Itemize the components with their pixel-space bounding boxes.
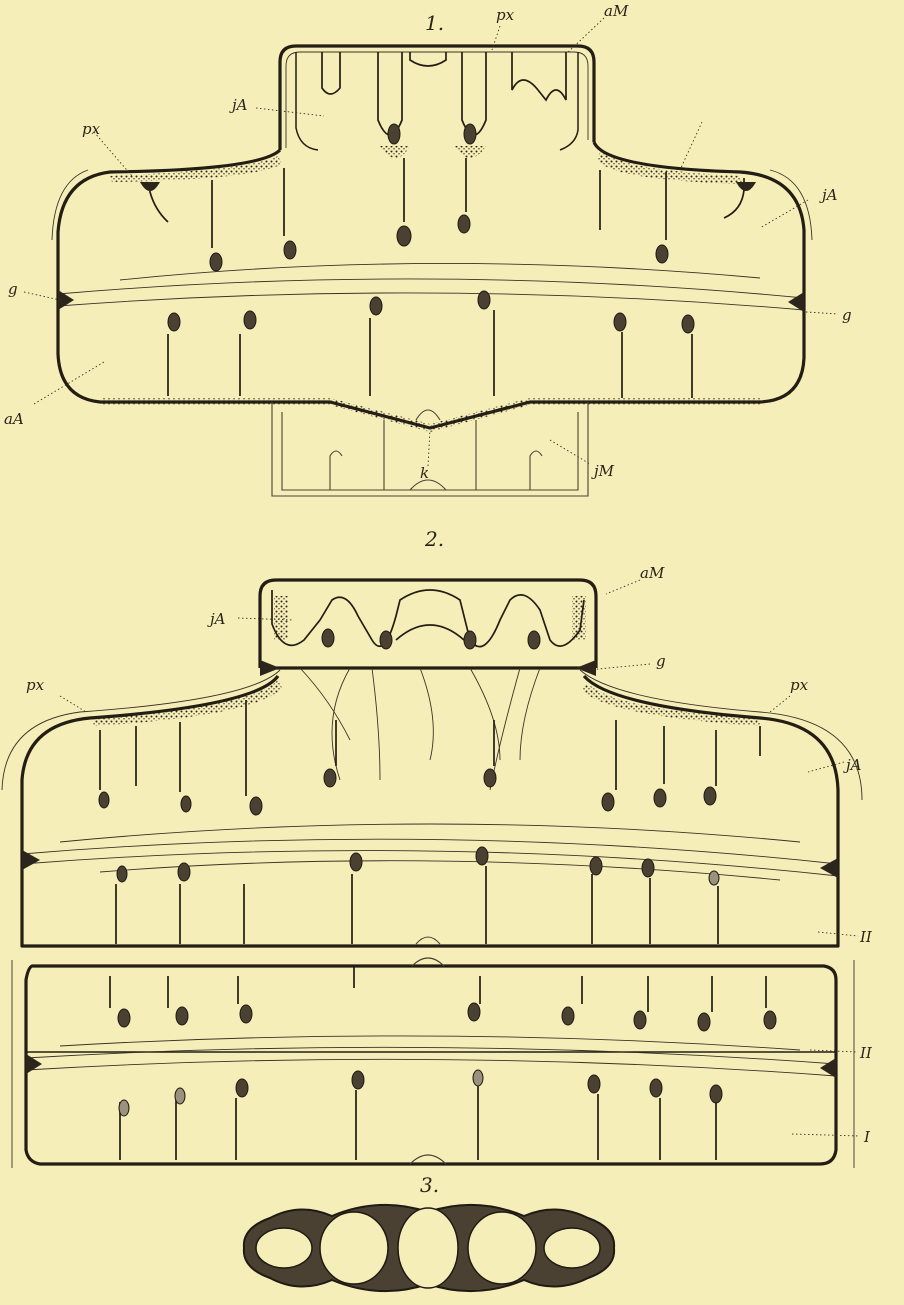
figure-2-label-jA-right: jA xyxy=(843,756,862,774)
figure-1-inner-lobes xyxy=(296,52,578,158)
figure-2-number: 2. xyxy=(424,527,444,551)
figure-1-number: 1. xyxy=(425,11,444,35)
figure-2-label-II-upper: II xyxy=(859,928,873,946)
figure-2-lower-cells xyxy=(110,958,776,1164)
figure-3: 3. xyxy=(244,1173,614,1291)
figure-2-label-px-left: px xyxy=(26,676,45,694)
figure-3-number: 3. xyxy=(420,1173,439,1197)
figure-2-middle-cells xyxy=(116,847,719,944)
figure-1-label-k: k xyxy=(420,464,429,482)
figure-1-label-aA: aA xyxy=(4,410,24,428)
figure-1-label-px-left: px xyxy=(82,120,101,138)
figure-2-label-g: g xyxy=(656,652,666,670)
figure-1-girdle xyxy=(58,263,804,312)
figure-1: 1. xyxy=(4,2,852,496)
figure-2-upper-cells xyxy=(99,700,760,815)
figure-2-label-px-right: px xyxy=(790,676,809,694)
figure-2-label-II-lower: II xyxy=(859,1044,873,1062)
figure-2-label-I: I xyxy=(863,1128,871,1146)
figure-1-label-jM: jM xyxy=(591,462,615,480)
figure-3-cell-2 xyxy=(320,1212,388,1284)
figure-1-lower-cells xyxy=(168,291,694,398)
figure-3-cell-right xyxy=(544,1228,600,1268)
figure-1-label-jA-right: jA xyxy=(819,186,838,204)
figure-2-lower-girdle xyxy=(26,1036,836,1078)
figure-1-label-aM: aM xyxy=(604,2,629,20)
figure-2: 2. xyxy=(2,527,873,1168)
figure-2-mother-frustule xyxy=(260,580,596,668)
figure-3-cell-4 xyxy=(468,1212,536,1284)
figure-1-label-px-top: px xyxy=(496,6,515,24)
figure-3-cell-center xyxy=(398,1208,458,1288)
figure-1-label-g-right: g xyxy=(842,306,852,324)
figure-1-young-frustule xyxy=(272,402,588,496)
figure-2-inner-lobes xyxy=(260,590,596,676)
figure-3-cell-left xyxy=(256,1228,312,1268)
figure-1-label-g-left: g xyxy=(8,280,18,298)
figure-1-label-jA-left: jA xyxy=(229,96,248,114)
figure-2-lower-frustule xyxy=(26,966,836,1164)
figure-2-label-jA-top: jA xyxy=(207,610,226,628)
figure-2-label-aM: aM xyxy=(640,564,665,582)
